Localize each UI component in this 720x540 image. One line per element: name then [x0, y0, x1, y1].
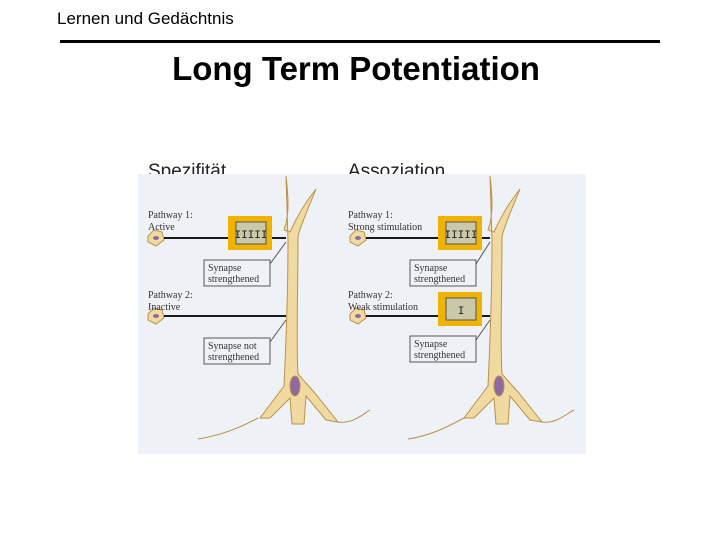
callout-1-line2-right: strengthened	[414, 274, 465, 285]
callout-pointer-2-right	[475, 319, 491, 341]
callout-2-line2-right: strengthened	[414, 350, 465, 361]
pathway-1-right: IIIII Pathway 1: Strong stimulation Syna…	[348, 210, 491, 287]
postsynaptic-neuron-right	[407, 175, 575, 440]
nucleus-left	[289, 375, 301, 397]
callout-pointer-2-left	[269, 319, 287, 343]
pathway-2-name-right: Pathway 2:	[348, 290, 393, 301]
callout-box-1-right	[409, 259, 477, 287]
panel-specificity: IIIII Pathway 1: Active Synapse strength…	[147, 175, 371, 440]
panel-association: IIIII Pathway 1: Strong stimulation Syna…	[348, 175, 575, 440]
callout-pointer-1-left	[269, 241, 287, 265]
meter-reading-1-right: IIIII	[444, 230, 477, 242]
pathway-2-right: I Pathway 2: Weak stimulation Synapse st…	[348, 290, 491, 363]
callout-1-line2-left: strengthened	[208, 274, 259, 285]
pathway-2-desc-left: Inactive	[148, 302, 181, 313]
ltp-figure: IIIII Pathway 1: Active Synapse strength…	[138, 174, 586, 454]
presynaptic-nucleus-1-left	[153, 236, 159, 240]
page-title: Long Term Potentiation	[172, 50, 540, 87]
callout-pointer-1-right	[475, 241, 491, 265]
pathway-1-left: IIIII Pathway 1: Active Synapse strength…	[147, 210, 287, 287]
pathway-1-desc-left: Active	[148, 222, 175, 233]
callout-1-line1-right: Synapse	[414, 263, 448, 274]
callout-2-line2-left: strengthened	[208, 352, 259, 363]
pathway-1-desc-right: Strong stimulation	[348, 222, 422, 233]
callout-box-2-left	[203, 337, 271, 365]
pathway-1-name-left: Pathway 1:	[148, 210, 193, 221]
pathway-2-name-left: Pathway 2:	[148, 290, 193, 301]
callout-box-2-right	[409, 335, 477, 363]
callout-2-line1-left: Synapse not	[208, 341, 257, 352]
header-divider	[60, 40, 660, 43]
meter-window-1-left	[235, 221, 267, 245]
meter-window-1-right	[445, 221, 477, 245]
presynaptic-nucleus-2-right	[355, 314, 361, 318]
callout-box-1-left	[203, 259, 271, 287]
presynaptic-nucleus-1-right	[355, 236, 361, 240]
callout-2-line1-right: Synapse	[414, 339, 448, 350]
meter-reading-2-right: I	[458, 306, 465, 318]
callout-1-line1-left: Synapse	[208, 263, 242, 274]
meter-window-2-right	[445, 297, 477, 321]
nucleus-right	[493, 375, 505, 397]
section-header: Lernen und Gedächtnis	[57, 9, 234, 28]
postsynaptic-neuron-left	[197, 175, 371, 440]
meter-reading-1-left: IIIII	[234, 230, 267, 242]
presynaptic-nucleus-2-left	[153, 314, 159, 318]
pathway-2-desc-right: Weak stimulation	[348, 302, 418, 313]
pathway-2-left: Pathway 2: Inactive Synapse not strength…	[147, 290, 287, 365]
pathway-1-name-right: Pathway 1:	[348, 210, 393, 221]
